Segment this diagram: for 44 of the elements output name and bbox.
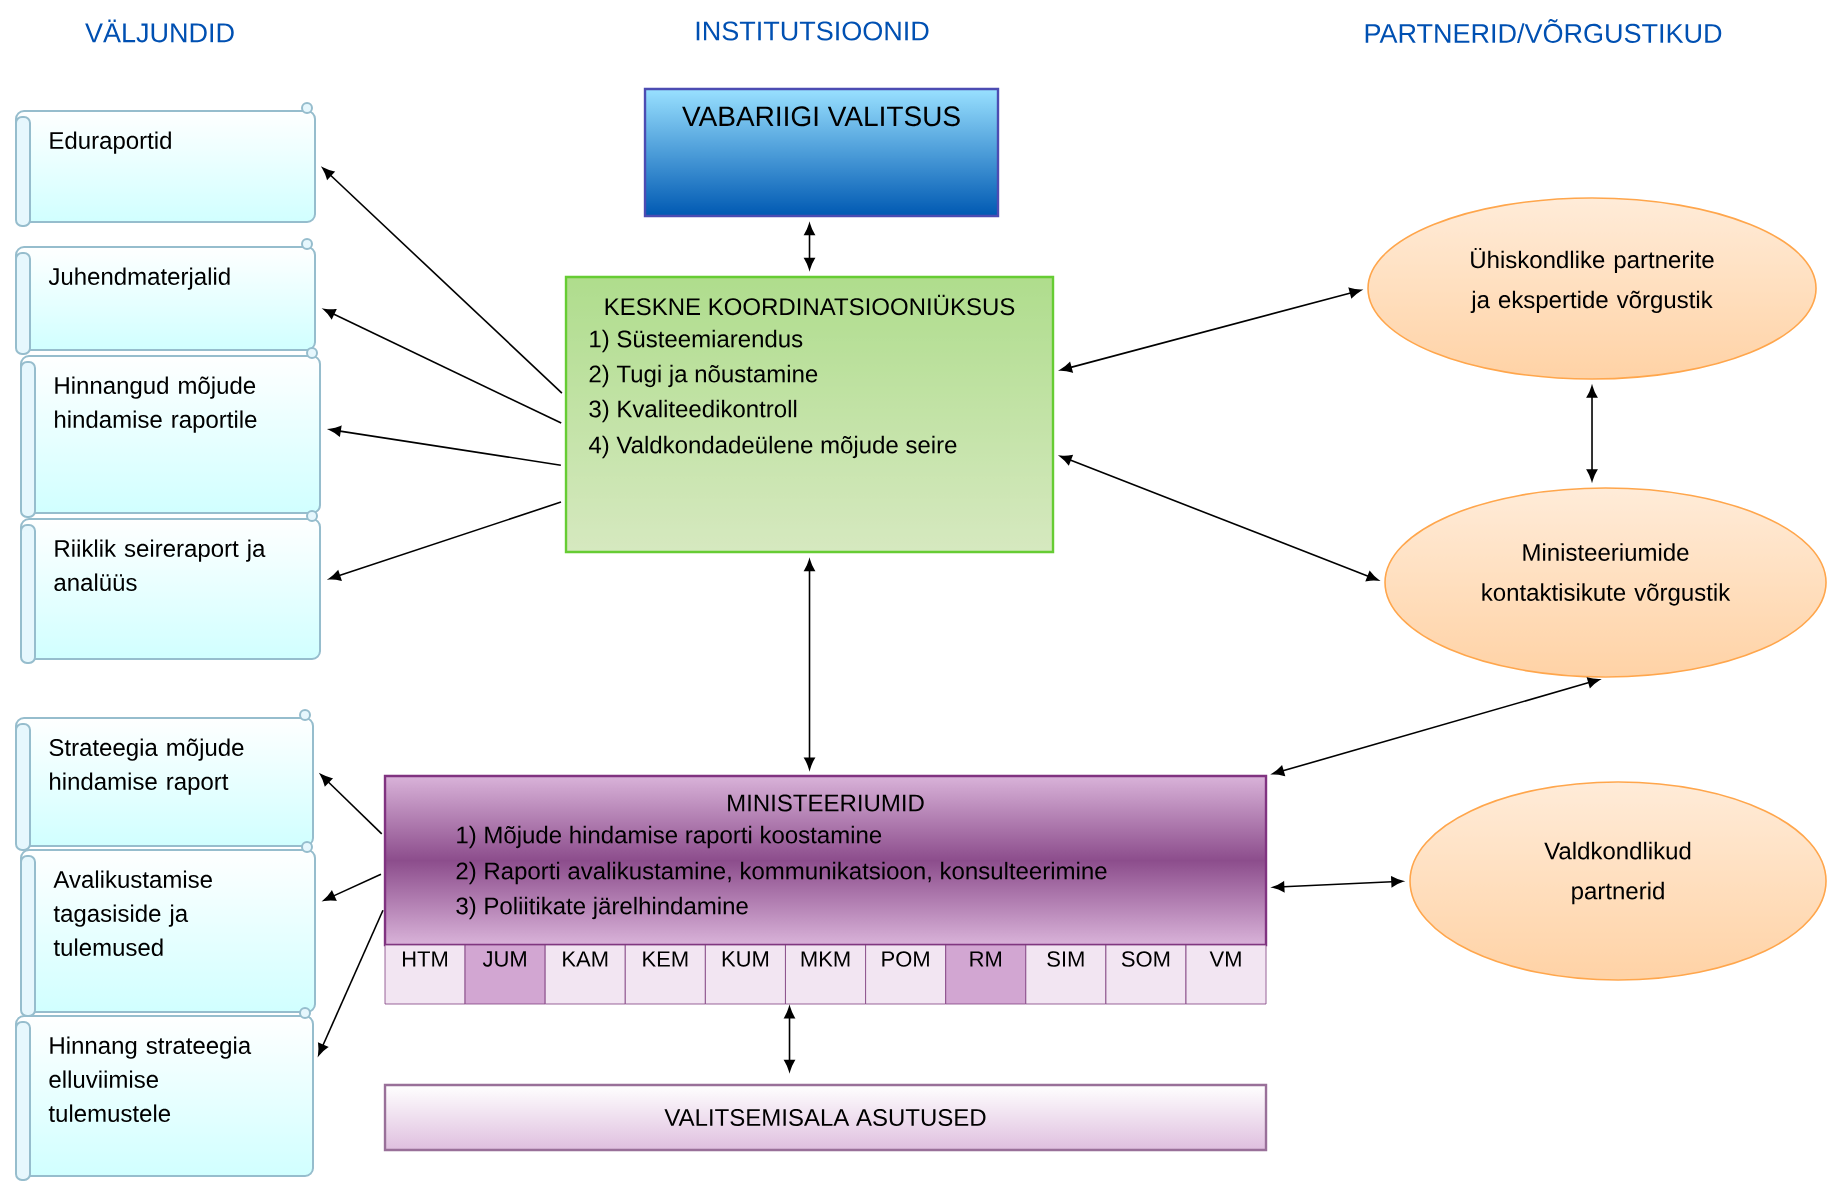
node-label: 2) Raporti avalikustamine, kommunikatsioon, konsulteerimine bbox=[456, 861, 1107, 885]
scroll-box: Juhendmaterjalid bbox=[15, 238, 316, 355]
scroll-box: Avalikustamise tagasiside ja tulemused bbox=[20, 841, 316, 1017]
table-cell: RM bbox=[945, 944, 1027, 1005]
column-heading: VÄLJUNDID bbox=[85, 19, 234, 43]
ministries-box: MINISTEERIUMID 1) Mõjude hindamise raporti koostamine 2) Raporti avalikustamine, kommunikatsioon, konsulteerimine 3) Poliitikate järelhindamine bbox=[383, 774, 1268, 947]
arrow bbox=[804, 223, 815, 270]
node-label: MINISTEERIUMID bbox=[728, 794, 924, 812]
government-box: VABARIIGI VALITSUS bbox=[643, 87, 1000, 218]
arrow bbox=[329, 425, 562, 466]
arrow bbox=[784, 1006, 795, 1072]
arrow bbox=[1272, 677, 1600, 776]
scroll-box: Hinnangud mõjude hindamise raportile bbox=[20, 347, 321, 518]
arrow bbox=[804, 559, 815, 770]
table-cell: POM bbox=[865, 944, 946, 1005]
arrow bbox=[1586, 385, 1598, 482]
arrow bbox=[322, 167, 563, 394]
table-cell: JUM bbox=[464, 944, 546, 1005]
node-label: 3) Poliitikate järelhindamine bbox=[456, 896, 748, 920]
arrow bbox=[328, 501, 562, 581]
scroll-box: Hinnang strateegia elluviimise tulemustele bbox=[15, 1007, 314, 1181]
table-cell: KEM bbox=[624, 944, 706, 1005]
table-cell: HTM bbox=[384, 944, 466, 1005]
table-cell: KUM bbox=[705, 944, 786, 1005]
coordination-box: KESKNE KOORDINATSIOONIÜKSUS 1) Süsteemiarendus 2) Tugi ja nõustamine 3) Kvaliteedikontroll 4) Valdkondadeülene mõjude seire bbox=[564, 275, 1055, 554]
table-cell: SIM bbox=[1025, 944, 1107, 1005]
institutions-box: VALITSEMISALA ASUTUSED bbox=[383, 1083, 1268, 1152]
arrow bbox=[320, 774, 383, 835]
table-cell: VM bbox=[1185, 944, 1267, 1005]
arrow bbox=[323, 873, 382, 901]
column-heading: INSTITUTSIOONID bbox=[696, 21, 929, 41]
scroll-box: Riiklik seireraport ja analüüs bbox=[20, 510, 321, 664]
table-cell: KAM bbox=[544, 944, 626, 1005]
scroll-box: Eduraportid bbox=[15, 102, 316, 227]
arrow bbox=[318, 909, 384, 1056]
arrow bbox=[1059, 455, 1379, 582]
scroll-box: Strateegia mõjude hindamise raport bbox=[15, 709, 314, 851]
node-label: 1) Mõjude hindamise raporti koostamine bbox=[457, 825, 882, 849]
arrow bbox=[1272, 876, 1404, 893]
column-heading: PARTNERID/VÕRGUSTIKUD bbox=[1365, 19, 1722, 43]
table-cell: MKM bbox=[785, 944, 866, 1005]
arrow bbox=[1060, 287, 1362, 373]
arrow bbox=[323, 308, 562, 424]
table-cell: SOM bbox=[1105, 944, 1187, 1005]
